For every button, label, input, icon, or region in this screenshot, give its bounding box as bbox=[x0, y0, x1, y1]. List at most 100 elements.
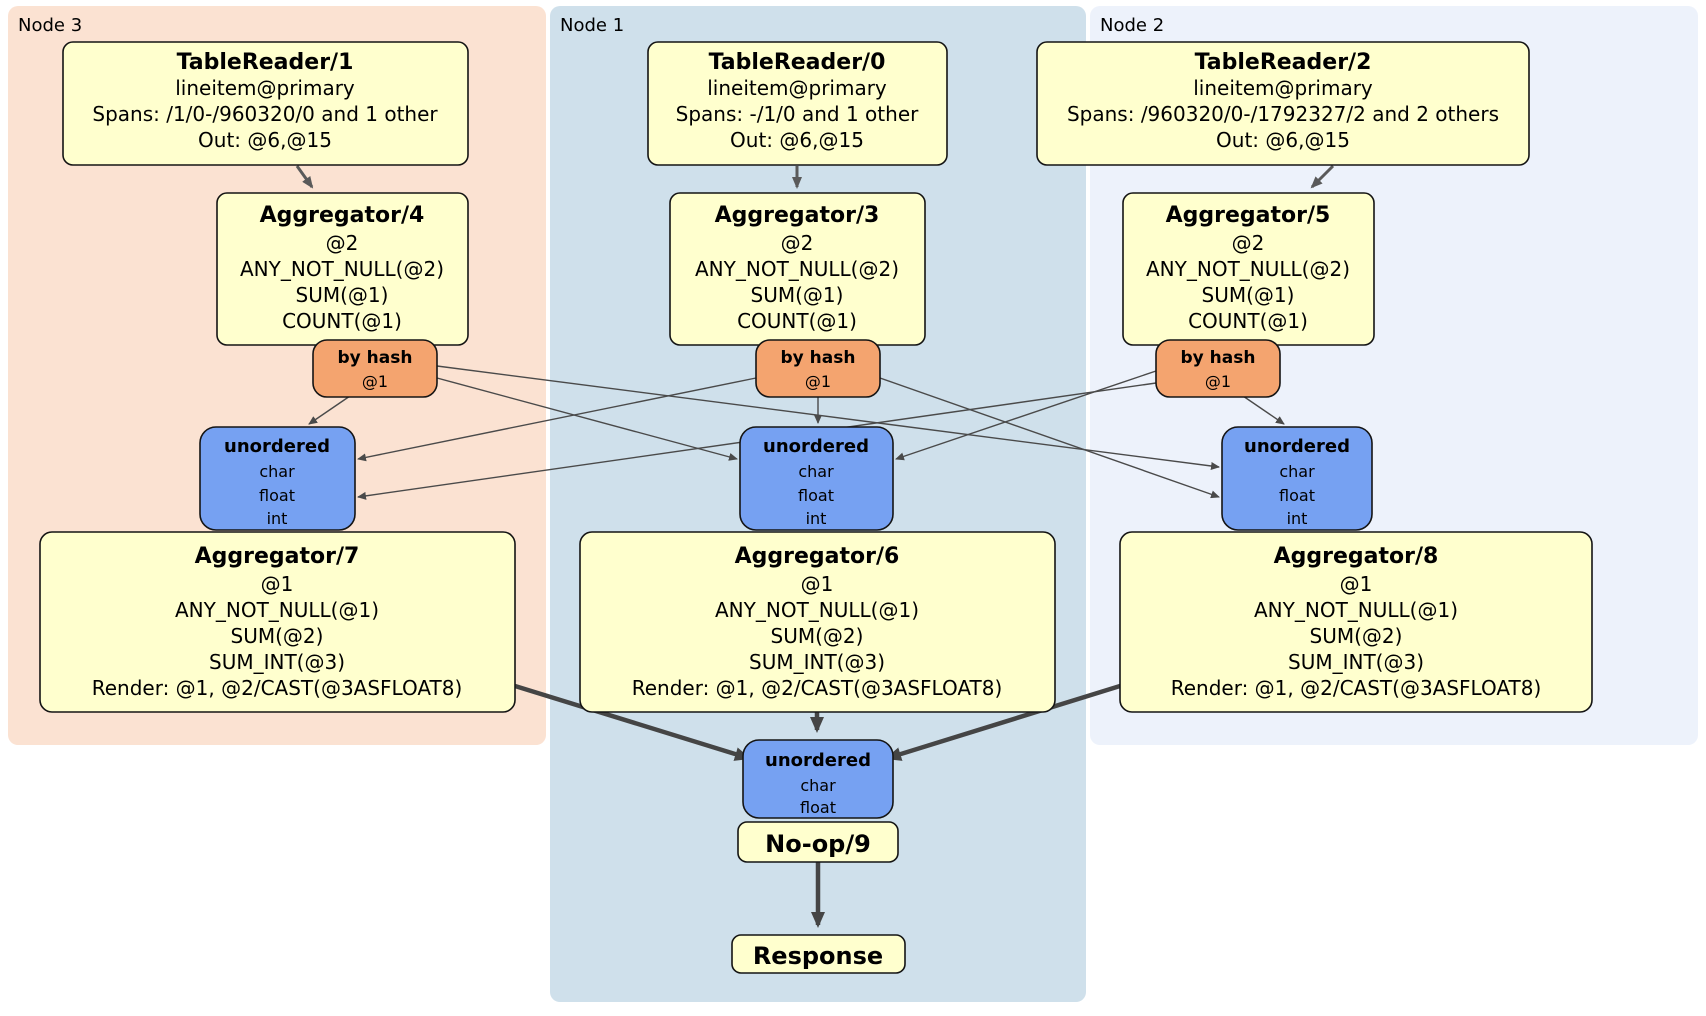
aggregator-8-fn3: SUM_INT(@3) bbox=[1288, 650, 1424, 674]
aggregator-4-fn2: SUM(@1) bbox=[296, 283, 389, 307]
unordered-node2-col2: float bbox=[1279, 486, 1315, 505]
box-hash-router-node1-bg bbox=[755, 339, 881, 398]
box-aggregator-8-bg bbox=[1119, 531, 1593, 713]
aggregator-3-fn1: ANY_NOT_NULL(@2) bbox=[695, 257, 899, 281]
box-aggregator-4: Aggregator/4 @2 ANY_NOT_NULL(@2) SUM(@1)… bbox=[216, 192, 469, 346]
aggregator-4-group: @2 bbox=[326, 231, 359, 255]
edge-agg7-unfinal bbox=[514, 683, 751, 761]
box-noop-9: No-op/9 bbox=[737, 821, 899, 863]
unordered-node3-col3: int bbox=[267, 509, 288, 528]
hash-router-node3-key: @1 bbox=[362, 372, 388, 391]
aggregator-3-group: @2 bbox=[781, 231, 814, 255]
region-node3-label: Node 3 bbox=[18, 15, 82, 36]
tablereader-2-spans: Spans: /960320/0-/1792327/2 and 2 others bbox=[1067, 102, 1499, 126]
box-unordered-sync-node1: unordered char float int bbox=[739, 426, 894, 531]
aggregator-3-title: Aggregator/3 bbox=[715, 203, 880, 228]
box-aggregator-7-bg bbox=[39, 531, 516, 713]
hash-router-node2-key: @1 bbox=[1205, 372, 1231, 391]
aggregator-6-render: Render: @1, @2/CAST(@3ASFLOAT8) bbox=[632, 676, 1003, 700]
region-node1-label: Node 1 bbox=[560, 15, 624, 36]
tablereader-0-title: TableReader/0 bbox=[709, 50, 886, 75]
aggregator-8-group: @1 bbox=[1340, 572, 1373, 596]
box-unordered-sync-node2: unordered char float int bbox=[1221, 426, 1373, 531]
box-hash-router-node3: by hash @1 bbox=[312, 339, 438, 398]
unordered-node3-title: unordered bbox=[224, 436, 330, 457]
box-noop-9-bg bbox=[737, 821, 899, 863]
edge-hash1-un3 bbox=[357, 377, 757, 462]
box-aggregator-5: Aggregator/5 @2 ANY_NOT_NULL(@2) SUM(@1)… bbox=[1122, 192, 1375, 346]
aggregator-6-title: Aggregator/6 bbox=[735, 544, 900, 569]
aggregator-6-fn2: SUM(@2) bbox=[771, 624, 864, 648]
aggregator-8-title: Aggregator/8 bbox=[1274, 544, 1439, 569]
box-hash-router-node2-bg bbox=[1155, 339, 1281, 398]
aggregator-7-fn2: SUM(@2) bbox=[231, 624, 324, 648]
aggregator-3-fn2: SUM(@1) bbox=[751, 283, 844, 307]
aggregator-6-fn1: ANY_NOT_NULL(@1) bbox=[715, 598, 919, 622]
box-unordered-sync-node3-bg bbox=[199, 426, 356, 531]
tablereader-0-out: Out: @6,@15 bbox=[730, 128, 864, 152]
noop-9-title: No-op/9 bbox=[765, 830, 871, 858]
unordered-final-title: unordered bbox=[765, 750, 871, 771]
aggregator-5-fn1: ANY_NOT_NULL(@2) bbox=[1146, 257, 1350, 281]
edge-hash3-un3 bbox=[308, 395, 351, 425]
tablereader-2-index: lineitem@primary bbox=[1193, 76, 1373, 100]
aggregator-7-fn1: ANY_NOT_NULL(@1) bbox=[175, 598, 379, 622]
response-title: Response bbox=[753, 942, 883, 970]
box-response-bg bbox=[731, 934, 906, 974]
box-tablereader-1-bg bbox=[62, 41, 469, 166]
box-hash-router-node1: by hash @1 bbox=[755, 339, 881, 398]
box-tablereader-2-bg bbox=[1036, 41, 1530, 166]
edge-hash3-un2 bbox=[436, 365, 1220, 470]
unordered-node1-col2: float bbox=[798, 486, 834, 505]
tablereader-1-spans: Spans: /1/0-/960320/0 and 1 other bbox=[92, 102, 438, 126]
aggregator-6-group: @1 bbox=[801, 572, 834, 596]
tablereader-2-out: Out: @6,@15 bbox=[1216, 128, 1350, 152]
box-unordered-sync-node1-bg bbox=[739, 426, 894, 531]
box-tablereader-0: TableReader/0 lineitem@primary Spans: -/… bbox=[647, 41, 948, 166]
box-hash-router-node2: by hash @1 bbox=[1155, 339, 1281, 398]
hash-router-node3-title: by hash bbox=[338, 348, 413, 368]
box-unordered-sync-node3: unordered char float int bbox=[199, 426, 356, 531]
aggregator-6-fn3: SUM_INT(@3) bbox=[749, 650, 885, 674]
box-unordered-sync-node2-bg bbox=[1221, 426, 1373, 531]
aggregator-8-render: Render: @1, @2/CAST(@3ASFLOAT8) bbox=[1171, 676, 1542, 700]
unordered-node2-title: unordered bbox=[1244, 436, 1350, 457]
box-unordered-sync-final: unordered char float bbox=[742, 739, 894, 819]
edge-hash1-un2 bbox=[879, 377, 1220, 499]
hash-router-node1-key: @1 bbox=[805, 372, 831, 391]
tablereader-1-title: TableReader/1 bbox=[177, 50, 354, 75]
unordered-node1-col1: char bbox=[798, 462, 834, 481]
unordered-node3-col2: float bbox=[259, 486, 295, 505]
aggregator-5-fn3: COUNT(@1) bbox=[1188, 309, 1308, 333]
box-hash-router-node3-bg bbox=[312, 339, 438, 398]
region-node2-label: Node 2 bbox=[1100, 15, 1164, 36]
box-tablereader-0-bg bbox=[647, 41, 948, 166]
tablereader-0-spans: Spans: -/1/0 and 1 other bbox=[676, 102, 919, 126]
aggregator-7-title: Aggregator/7 bbox=[195, 544, 360, 569]
aggregator-5-fn2: SUM(@1) bbox=[1202, 283, 1295, 307]
aggregator-7-group: @1 bbox=[261, 572, 294, 596]
box-aggregator-8: Aggregator/8 @1 ANY_NOT_NULL(@1) SUM(@2)… bbox=[1119, 531, 1593, 713]
edge-hash3-un1 bbox=[436, 377, 738, 461]
aggregator-4-fn1: ANY_NOT_NULL(@2) bbox=[240, 257, 444, 281]
aggregator-5-group: @2 bbox=[1232, 231, 1265, 255]
unordered-node1-col3: int bbox=[806, 509, 827, 528]
aggregator-4-title: Aggregator/4 bbox=[260, 203, 425, 228]
aggregator-4-fn3: COUNT(@1) bbox=[282, 309, 402, 333]
edge-tr2-agg5 bbox=[1310, 164, 1335, 189]
box-tablereader-2: TableReader/2 lineitem@primary Spans: /9… bbox=[1036, 41, 1530, 166]
aggregator-7-render: Render: @1, @2/CAST(@3ASFLOAT8) bbox=[92, 676, 463, 700]
unordered-node2-col3: int bbox=[1287, 509, 1308, 528]
hash-router-node2-title: by hash bbox=[1181, 348, 1256, 368]
unordered-node2-col1: char bbox=[1279, 462, 1315, 481]
box-aggregator-6-bg bbox=[579, 531, 1056, 713]
edge-agg8-unfinal bbox=[885, 683, 1121, 761]
aggregator-3-fn3: COUNT(@1) bbox=[737, 309, 857, 333]
box-response: Response bbox=[731, 934, 906, 974]
box-aggregator-7: Aggregator/7 @1 ANY_NOT_NULL(@1) SUM(@2)… bbox=[39, 531, 516, 713]
aggregator-7-fn3: SUM_INT(@3) bbox=[209, 650, 345, 674]
aggregator-5-title: Aggregator/5 bbox=[1166, 203, 1331, 228]
box-unordered-sync-final-bg bbox=[742, 739, 894, 819]
unordered-node3-col1: char bbox=[259, 462, 295, 481]
